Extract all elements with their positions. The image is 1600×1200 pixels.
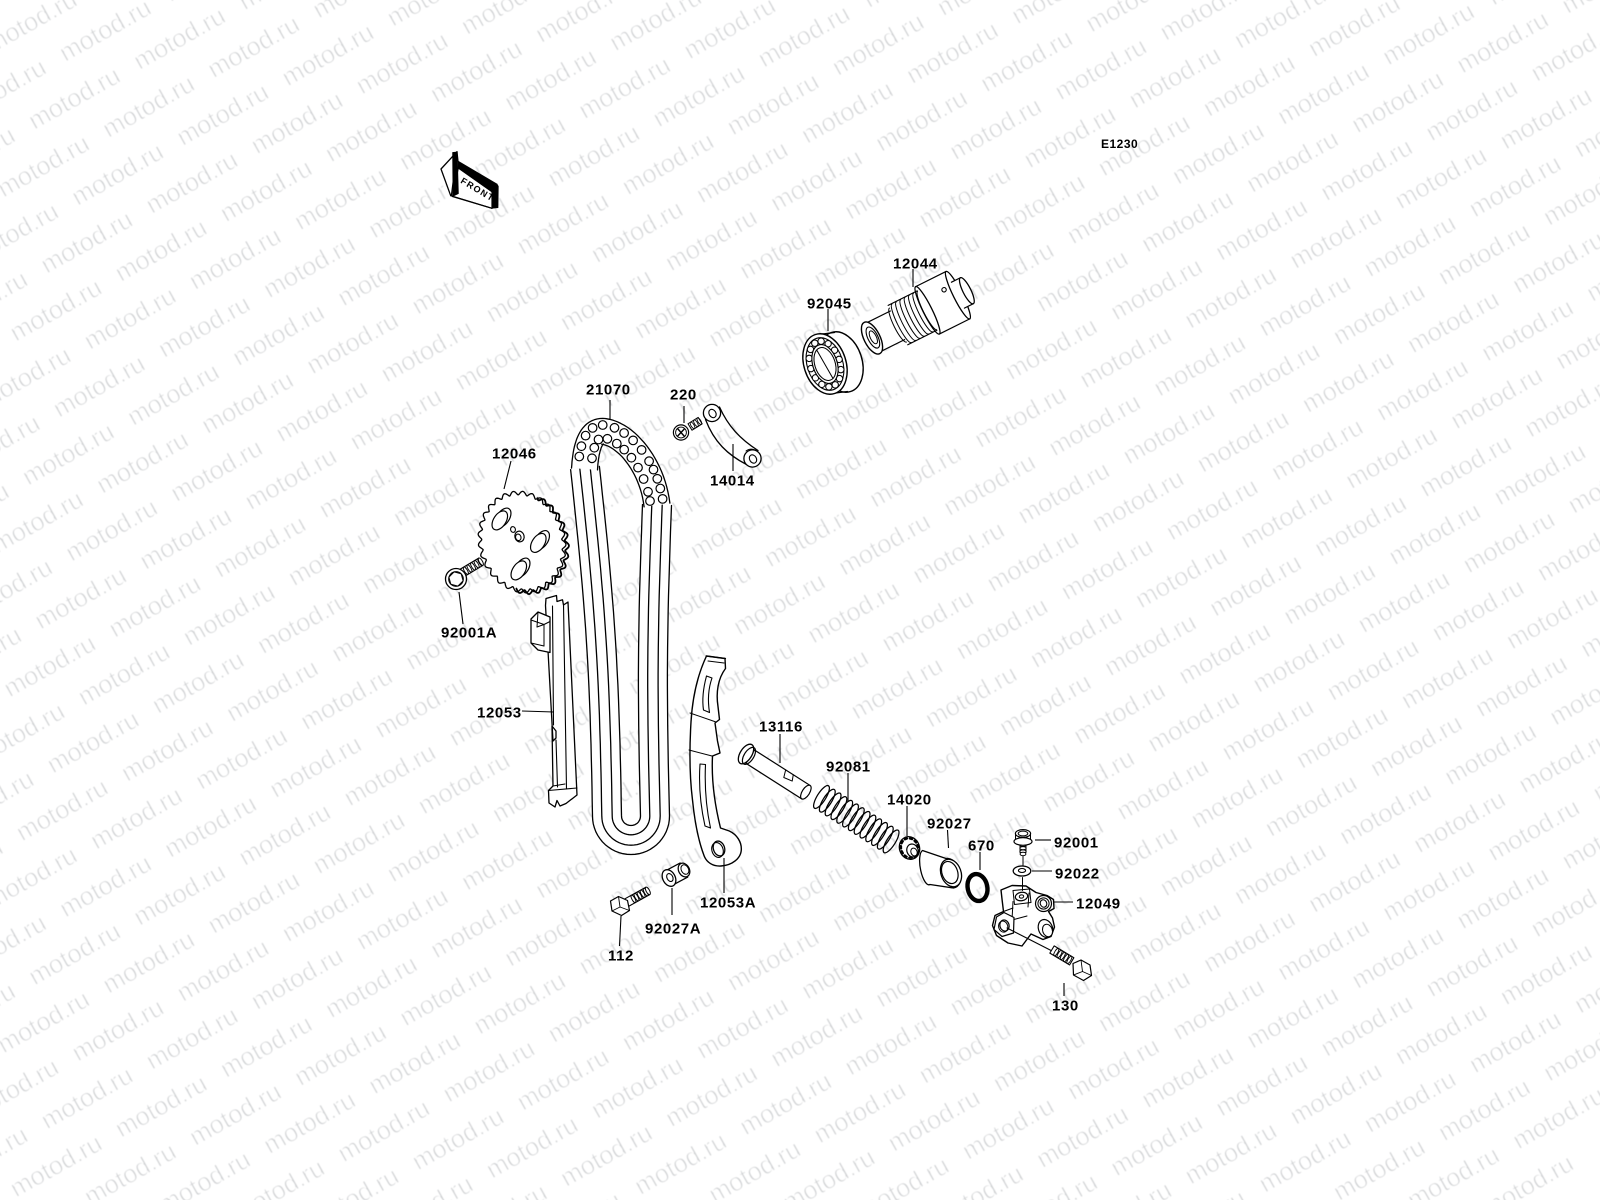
- svg-text:92022: 92022: [1055, 866, 1100, 883]
- svg-text:220: 220: [670, 387, 697, 404]
- svg-text:92001A: 92001A: [441, 625, 497, 642]
- svg-text:21070: 21070: [586, 382, 631, 399]
- svg-text:14014: 14014: [710, 473, 755, 490]
- svg-text:92027: 92027: [927, 816, 972, 833]
- svg-text:12044: 12044: [893, 256, 938, 273]
- svg-text:12049: 12049: [1076, 896, 1121, 913]
- svg-text:112: 112: [608, 948, 634, 965]
- svg-text:E1230: E1230: [1101, 137, 1138, 151]
- svg-text:13116: 13116: [759, 719, 803, 736]
- svg-text:92027A: 92027A: [645, 921, 701, 938]
- svg-text:92081: 92081: [826, 759, 871, 776]
- svg-text:12053: 12053: [477, 705, 522, 722]
- svg-text:670: 670: [968, 838, 995, 855]
- svg-text:12053A: 12053A: [700, 895, 756, 912]
- svg-text:14020: 14020: [887, 792, 932, 809]
- svg-text:130: 130: [1052, 998, 1079, 1015]
- svg-text:12046: 12046: [492, 446, 537, 463]
- svg-text:92001: 92001: [1054, 835, 1099, 852]
- svg-text:92045: 92045: [807, 296, 852, 313]
